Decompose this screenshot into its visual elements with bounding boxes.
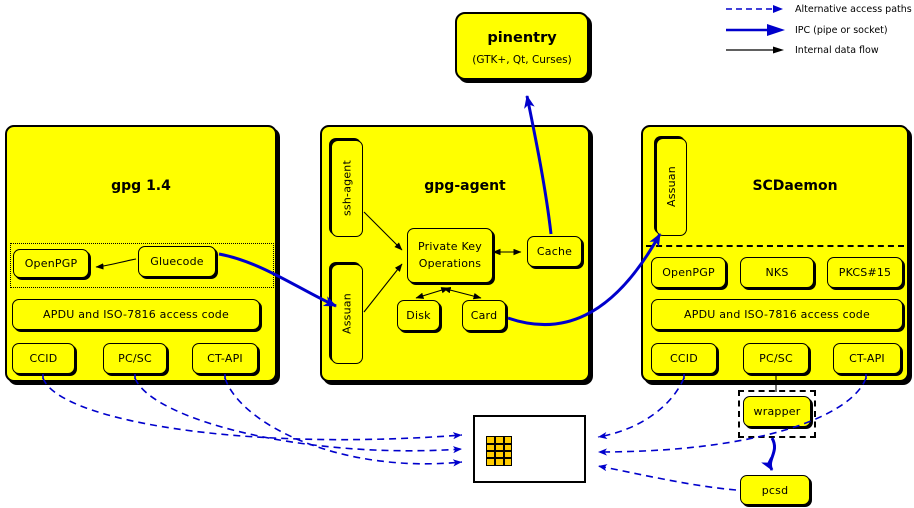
internal-arrow-icon <box>726 46 784 54</box>
gpgagent-card-box[interactable]: Card <box>462 300 506 331</box>
pko-line-1: Private Key <box>418 240 482 253</box>
dashed-arrow-icon <box>726 5 783 13</box>
legend-item-alternative: Alternative access paths <box>725 2 912 16</box>
scdaemon-divider <box>646 245 904 247</box>
ipc-arrow-icon <box>726 24 785 36</box>
pinentry-box[interactable]: pinentry (GTK+, Qt, Curses) <box>455 12 589 80</box>
gpg-driver-pcsc[interactable]: PC/SC <box>103 343 167 374</box>
gpg-title: gpg 1.4 <box>111 178 171 194</box>
smartcard[interactable] <box>473 415 586 483</box>
legend-label-ipc: IPC (pipe or socket) <box>795 24 888 36</box>
scdaemon-app-openpgp[interactable]: OpenPGP <box>651 257 726 288</box>
wrapper-box[interactable]: wrapper <box>743 396 811 427</box>
scdaemon-apdu-box[interactable]: APDU and ISO-7816 access code <box>651 299 903 330</box>
altpath-gpg-ctapi-to-card <box>224 377 463 467</box>
altpath-scd-ctapi-to-card <box>597 377 867 456</box>
pko-line-2: Operations <box>418 256 482 270</box>
pcsd-box[interactable]: pcsd <box>740 475 810 505</box>
gpgagent-title: gpg-agent <box>424 178 506 194</box>
scdaemon-app-nks[interactable]: NKS <box>740 257 814 288</box>
scdaemon-driver-pcsc[interactable]: PC/SC <box>743 343 809 374</box>
scdaemon-app-pkcs15[interactable]: PKCS#15 <box>827 257 903 288</box>
gpg-gluecode-box[interactable]: Gluecode <box>138 246 216 277</box>
gpg-driver-ccid[interactable]: CCID <box>12 343 75 374</box>
altpath-gpg-ccid-to-card <box>42 377 463 441</box>
smartcard-chip-icon <box>486 436 512 466</box>
gpgagent-ssh-agent-box[interactable]: ssh-agent <box>331 140 363 237</box>
scdaemon-driver-ctapi[interactable]: CT-API <box>833 343 901 374</box>
gpg-apdu-box[interactable]: APDU and ISO-7816 access code <box>12 299 260 330</box>
ipc-wrapper-to-pcsd <box>761 437 777 471</box>
pinentry-subtitle: (GTK+, Qt, Curses) <box>472 54 572 66</box>
gpgagent-assuan-box[interactable]: Assuan <box>331 264 363 364</box>
legend-item-internal: Internal data flow <box>725 43 879 57</box>
legend-label-internal: Internal data flow <box>795 44 879 56</box>
gpgagent-private-key-operations-box[interactable]: Private Key Operations <box>407 228 493 283</box>
scdaemon-assuan-box[interactable]: Assuan <box>656 138 687 236</box>
altpath-gpg-pcsc-to-card <box>134 377 463 454</box>
legend-label-alternative: Alternative access paths <box>795 3 912 15</box>
gpg-driver-ctapi[interactable]: CT-API <box>192 343 258 374</box>
gpgagent-disk-box[interactable]: Disk <box>397 300 440 331</box>
scdaemon-title: SCDaemon <box>752 178 838 194</box>
pinentry-title: pinentry <box>487 30 557 46</box>
scdaemon-driver-ccid[interactable]: CCID <box>651 343 717 374</box>
gpgagent-cache-box[interactable]: Cache <box>527 236 582 267</box>
gpg-openpgp-box[interactable]: OpenPGP <box>13 249 89 278</box>
altpath-pcsd-to-card <box>597 464 737 491</box>
legend-item-ipc: IPC (pipe or socket) <box>725 23 888 37</box>
altpath-scd-ccid-to-card <box>597 377 685 440</box>
